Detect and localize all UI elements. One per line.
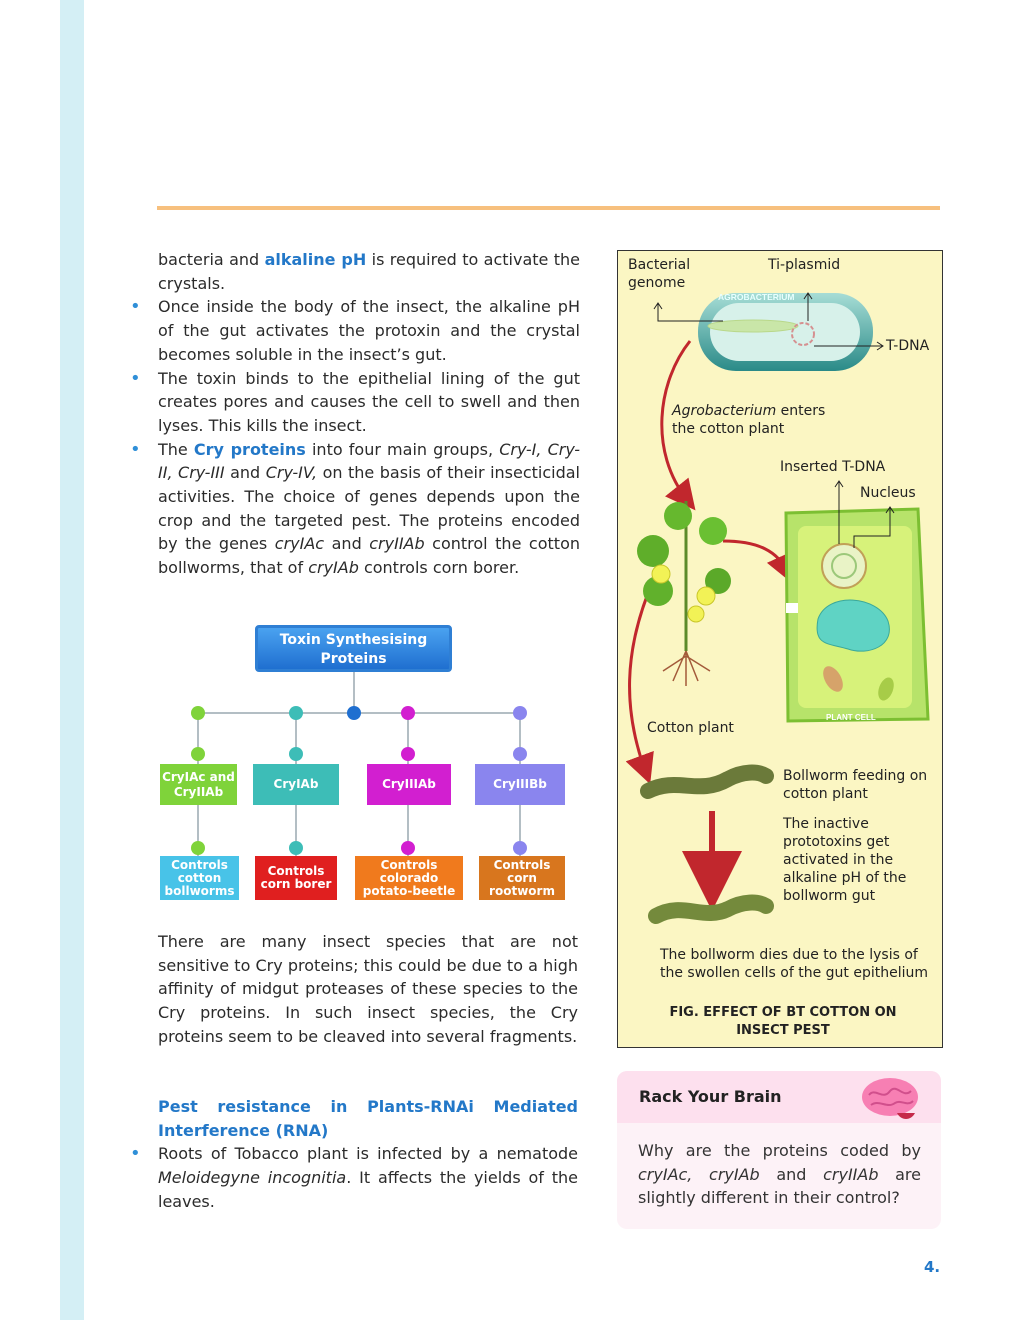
rnai-section: Pest resistance in Plants-RNAi Mediated … [130, 1095, 578, 1214]
root-node-dot [347, 706, 361, 720]
plant-cell-label: PLANT CELL [826, 713, 876, 722]
bt-cotton-illustration: AGROBACTERIUM PLANT CELL [625, 292, 930, 924]
agrobacterium-icon [698, 293, 873, 371]
cry-sensitivity-paragraph: There are many insect species that are n… [158, 932, 578, 1046]
root-box-toxin-synthesising: Toxin Synthesising Proteins [255, 625, 452, 672]
bollworm-dies-label: The bollworm dies due to the lysis of th… [660, 947, 929, 981]
agrobacterium-label: AGROBACTERIUM [718, 292, 795, 302]
target-box-corn-borer: Controls corn borer [255, 856, 337, 900]
cotton-plant-icon [637, 501, 731, 686]
flowchart-dot [513, 706, 527, 720]
bollworm-feeding-label: Bollworm feeding on cotton plant [783, 768, 928, 802]
cry-proteins-highlight: Cry proteins [193, 439, 306, 459]
target-box-cotton-bollworms: Controls cotton bollworms [160, 856, 239, 900]
nucleus-label: Nucleus [860, 485, 916, 501]
gene-box-cryiiibb: CryIIIBb [475, 764, 565, 805]
page-number: 4. [924, 1258, 941, 1276]
flowchart-dot [289, 747, 303, 761]
intro-paragraph: bacteria and alkaline pH is required to … [158, 250, 581, 293]
bacterial-genome-label: Bacterial genome [628, 257, 691, 291]
bullet-gut-activation: Once inside the body of the insect, the … [130, 295, 580, 366]
inactive-prototoxins-label: The inactive prototoxins get activated i… [783, 816, 907, 904]
flowchart-connectors [191, 672, 527, 856]
gene-box-cryiab: CryIAb [253, 764, 339, 805]
flowchart-dot [289, 706, 303, 720]
plant-cell-icon [784, 507, 930, 723]
t-dna-label: T-DNA [886, 338, 930, 354]
target-box-colorado-beetle: Controls colorado potato-beetle [355, 856, 463, 900]
flowchart-dot [401, 706, 415, 720]
inserted-t-dna-label: Inserted T-DNA [780, 459, 886, 475]
flowchart-dot [401, 747, 415, 761]
flowchart-dot [191, 841, 205, 855]
flowchart-dot [513, 747, 527, 761]
rnai-heading: Pest resistance in Plants-RNAi Mediated … [158, 1097, 578, 1140]
ti-plasmid-label: Ti-plasmid [768, 257, 841, 273]
bullet-tobacco-nematode: Roots of Tobacco plant is infected by a … [130, 1142, 578, 1213]
cotton-plant-label: Cotton plant [647, 720, 734, 736]
bollworm-dead-icon [648, 894, 774, 924]
rack-your-brain-box: Rack Your Brain Why are the proteins cod… [617, 1071, 941, 1229]
gene-box-cryiac-cryiiab: CryIAc and CryIIAb [160, 764, 237, 805]
bt-cotton-figure: AGROBACTERIUM PLANT CELL [617, 250, 943, 1048]
figure-caption: FIG. EFFECT OF BT COTTON ON INSECT PEST [669, 1005, 897, 1038]
gene-box-cryiiiab: CryIIIAb [367, 764, 451, 805]
flowchart-dot [191, 747, 205, 761]
bullet-cry-proteins: The Cry proteins into four main groups, … [130, 438, 580, 580]
bullet-toxin-binding: The toxin binds to the epithelial lining… [130, 367, 580, 438]
alkaline-ph-highlight: alkaline pH [264, 250, 367, 269]
rack-title: Rack Your Brain [639, 1087, 782, 1106]
flowchart-dot [401, 841, 415, 855]
brain-icon [862, 1078, 918, 1119]
flowchart-dot [191, 706, 205, 720]
page-side-strip [60, 0, 84, 1320]
target-box-corn-rootworm: Controls corn rootworm [479, 856, 565, 900]
main-text-column: bacteria and alkaline pH is required to … [130, 248, 580, 580]
flowchart-dot [289, 841, 303, 855]
bollworm-feeding-icon [640, 764, 774, 799]
header-rule [157, 206, 940, 210]
rack-question: Why are the proteins coded by cryIAc, cr… [638, 1141, 921, 1208]
agrobacterium-enters-label: Agrobacterium enters the cotton plant [672, 403, 826, 437]
flowchart-dot [513, 841, 527, 855]
toxin-proteins-flowchart: Toxin Synthesising Proteins CryIAc and C… [155, 620, 575, 910]
